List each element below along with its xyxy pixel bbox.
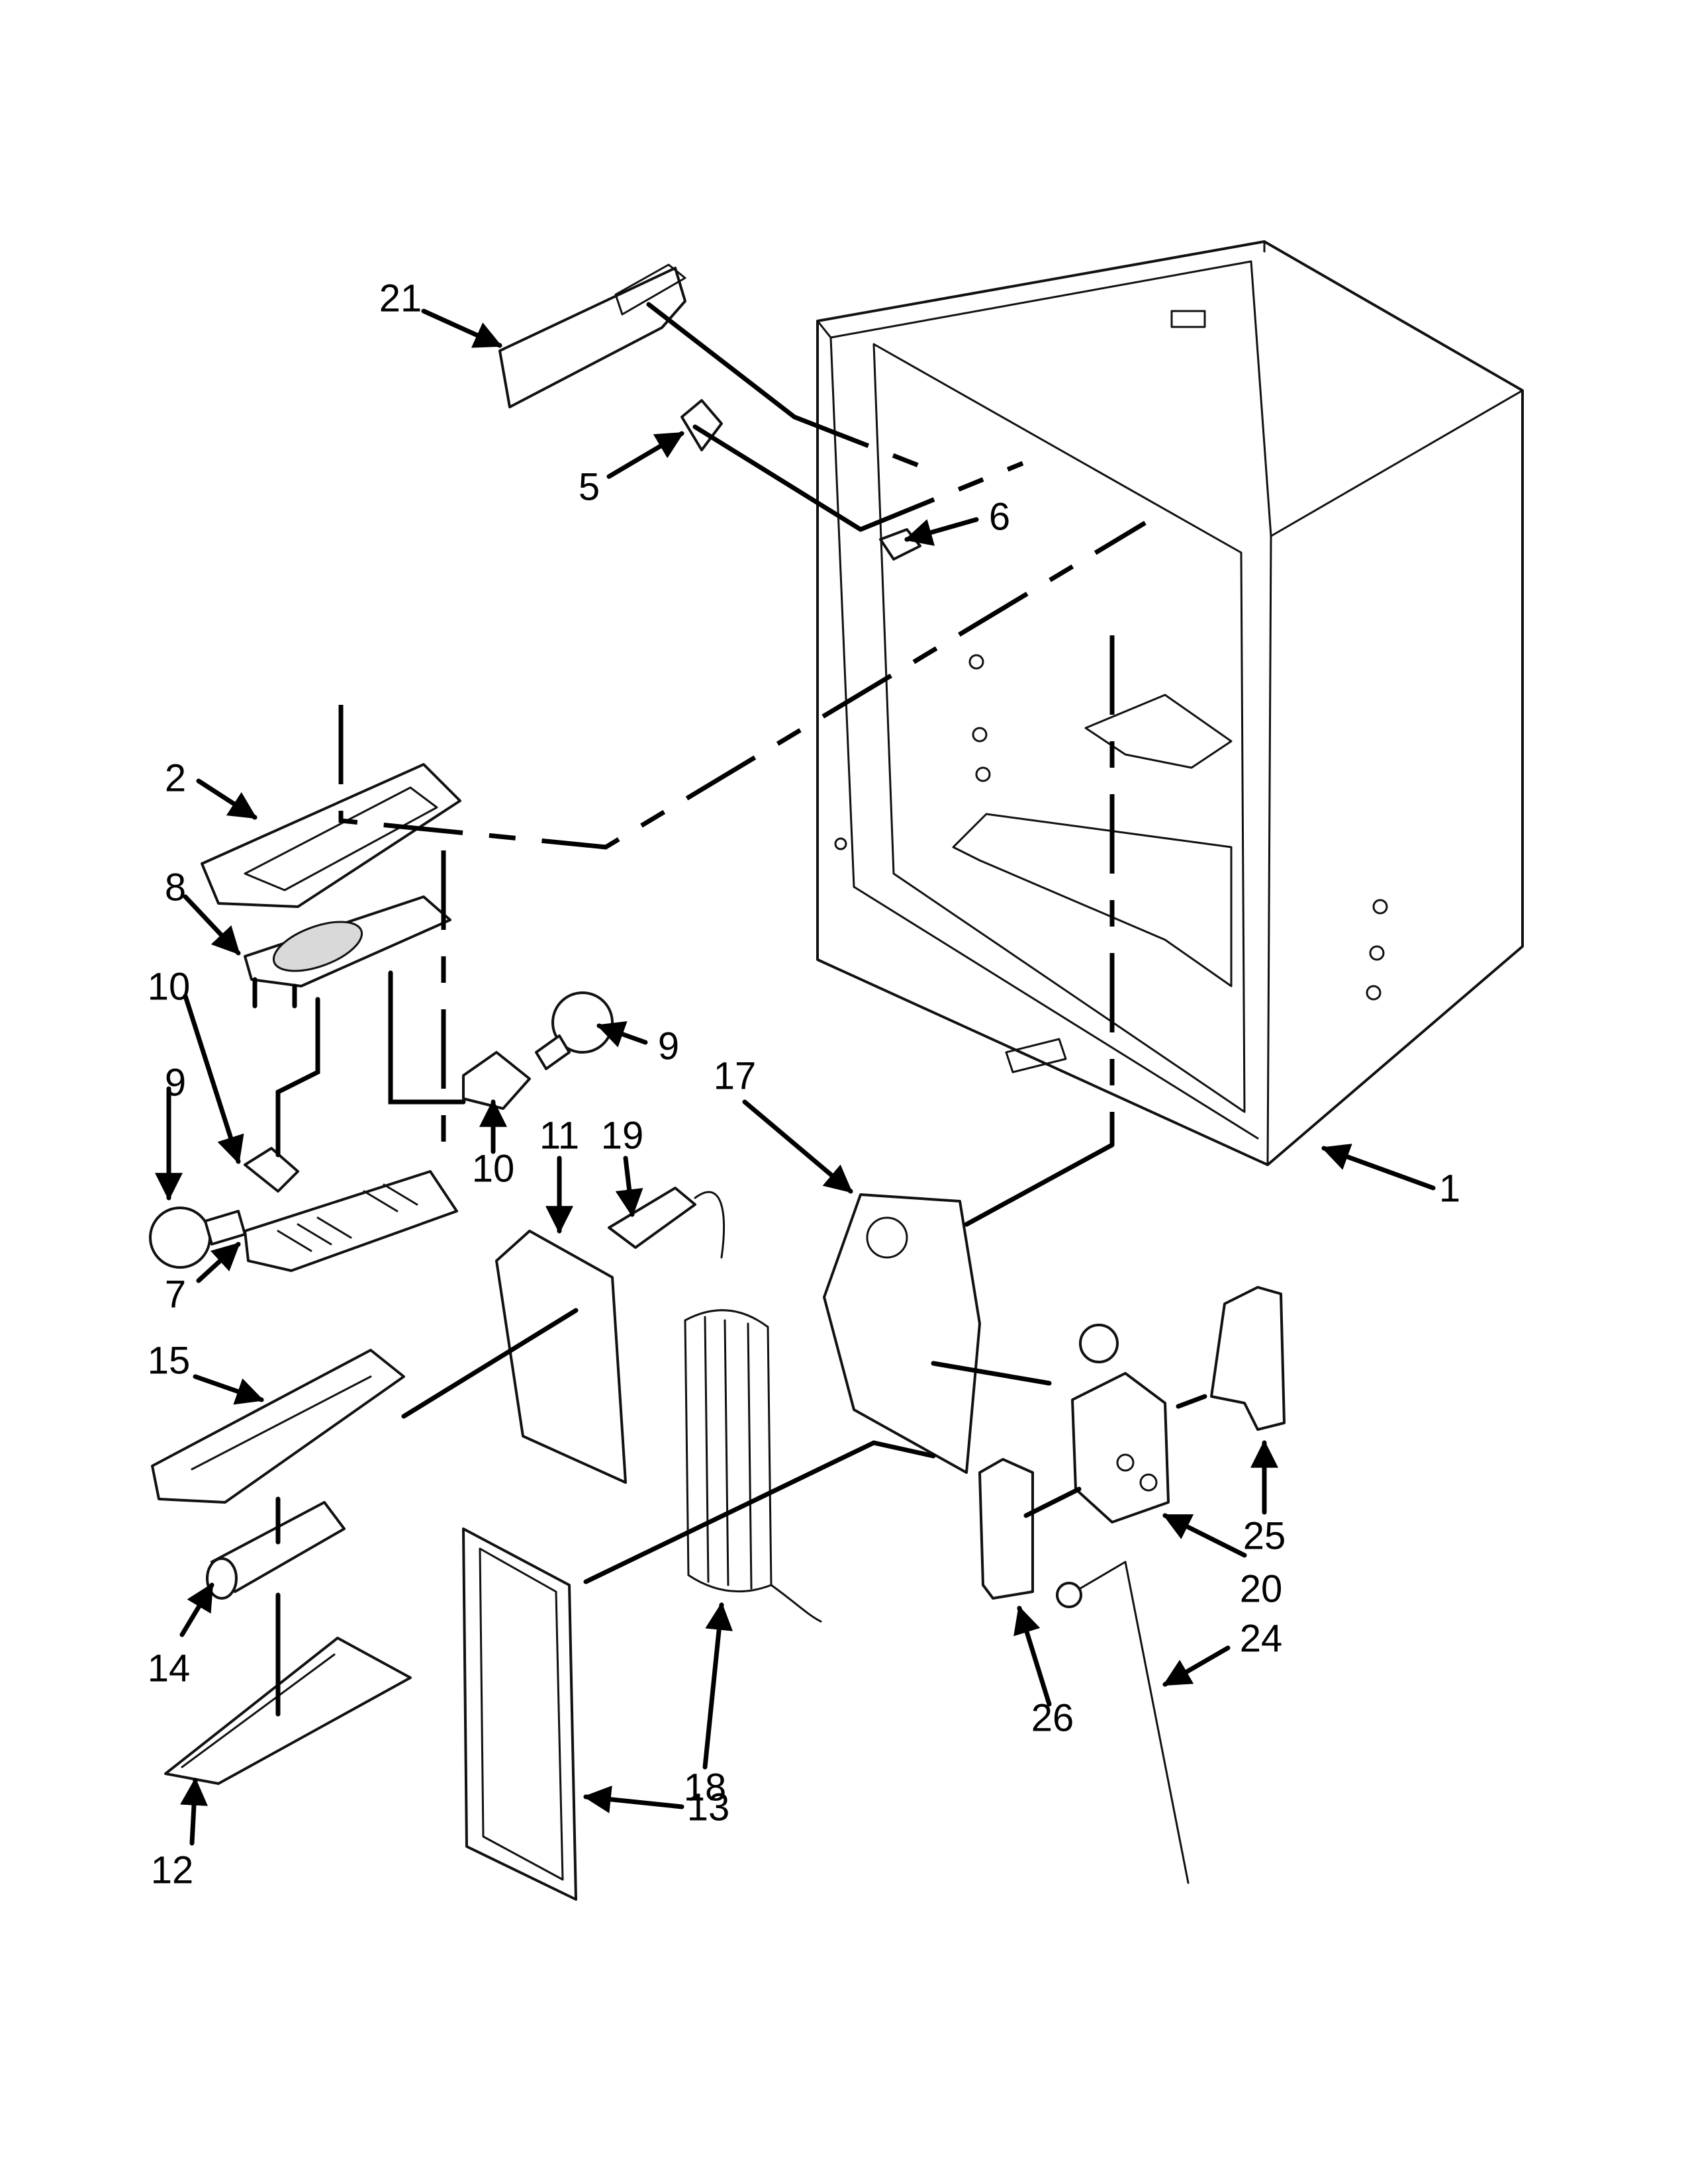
callout-24: 24 xyxy=(1240,1617,1283,1660)
part-20-water-valve[interactable] xyxy=(1071,1324,1170,1524)
part-9-bulb-right[interactable] xyxy=(535,991,614,1070)
callout-19: 19 xyxy=(601,1114,644,1157)
part-7-grille[interactable] xyxy=(244,1170,458,1272)
part-10-socket-right[interactable] xyxy=(462,1051,531,1110)
part-17-bracket[interactable] xyxy=(823,1193,981,1474)
callout-7: 7 xyxy=(165,1273,186,1316)
part-21-cover[interactable] xyxy=(498,263,686,408)
callout-2: 2 xyxy=(165,756,186,799)
part-14-filter[interactable] xyxy=(206,1501,346,1600)
callout-12: 12 xyxy=(151,1848,194,1891)
part-26-clip[interactable] xyxy=(978,1458,1034,1600)
callout-18: 18 xyxy=(684,1766,727,1809)
part-18-tube-assembly[interactable] xyxy=(684,1309,822,1623)
part-5-knob[interactable] xyxy=(680,399,723,451)
part-10-socket-left[interactable] xyxy=(244,1147,299,1193)
callout-10-left: 10 xyxy=(148,965,191,1008)
callout-25: 25 xyxy=(1243,1514,1286,1557)
part-12-tray[interactable] xyxy=(164,1637,412,1785)
callout-15: 15 xyxy=(148,1339,191,1382)
callout-26: 26 xyxy=(1031,1696,1074,1739)
callout-9-left: 9 xyxy=(165,1061,186,1104)
part-8-reflector[interactable] xyxy=(244,895,451,987)
reference-lines xyxy=(252,302,1207,1717)
part-15-housing[interactable] xyxy=(151,1349,405,1504)
callout-8: 8 xyxy=(165,866,186,909)
callout-13: 13 xyxy=(687,1786,730,1829)
callout-9-right: 9 xyxy=(658,1024,679,1068)
part-25-clip[interactable] xyxy=(1210,1286,1286,1431)
part-9-bulb-left[interactable] xyxy=(149,1206,246,1269)
part-2-housing[interactable] xyxy=(201,763,461,908)
callout-11: 11 xyxy=(539,1114,579,1157)
part-19-thermistor[interactable] xyxy=(608,1187,726,1259)
callout-6: 6 xyxy=(989,495,1010,538)
part-13-panel[interactable] xyxy=(462,1527,577,1901)
part-11-bracket[interactable] xyxy=(495,1230,627,1484)
callout-20: 20 xyxy=(1240,1567,1283,1610)
callout-10-right: 10 xyxy=(472,1147,515,1190)
part-24-water-tube[interactable] xyxy=(1056,1561,1190,1884)
callout-labels: 1 2 5 6 7 8 9 9 10 10 11 12 13 14 15 17 … xyxy=(148,277,1460,1891)
callout-14: 14 xyxy=(148,1647,191,1690)
leader-arrows xyxy=(155,308,1436,1846)
callout-1: 1 xyxy=(1439,1167,1460,1210)
callout-17: 17 xyxy=(714,1054,757,1097)
callout-5: 5 xyxy=(579,465,600,508)
part-1-cabinet-liner[interactable] xyxy=(816,240,1524,1166)
callout-21: 21 xyxy=(379,277,422,320)
